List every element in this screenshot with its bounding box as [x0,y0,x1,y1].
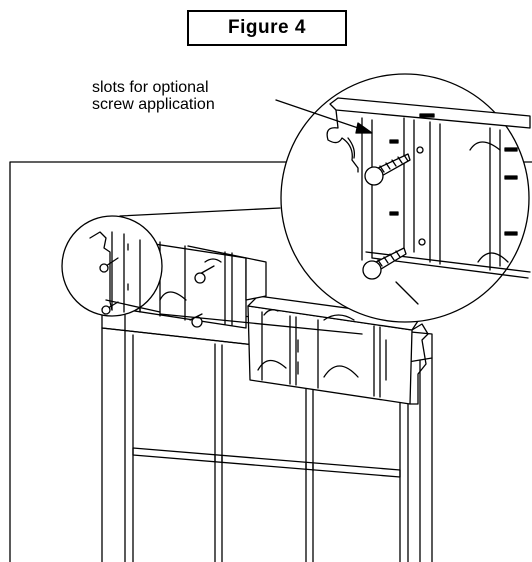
callout-line-1: slots for optional [92,79,209,96]
bracket-right [247,295,429,405]
callout-line-2: screw application [92,96,215,113]
figure-title: Figure 4 [187,10,347,46]
callout-arrow [275,99,373,134]
detail-circle-large [280,73,531,323]
magnify-leader-lines [119,207,363,335]
detail-circle-small [61,215,163,317]
callout-label: slots for optional screw application [92,79,292,113]
wall-outline [9,161,532,562]
